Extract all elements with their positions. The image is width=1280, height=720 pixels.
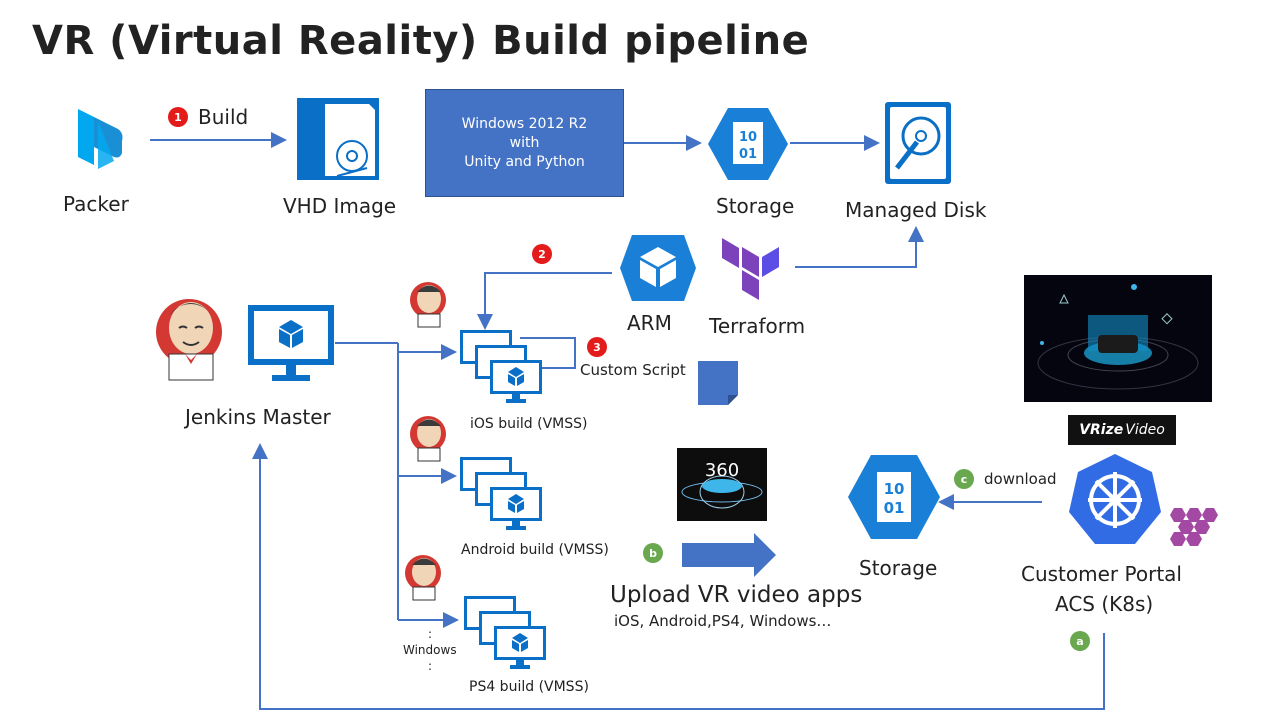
jenkins-monitor-icon [248, 305, 334, 383]
portal-line-2: ACS (K8s) [1055, 592, 1154, 616]
script-file-icon [698, 361, 738, 405]
android-build-label: Android build (VMSS) [461, 542, 609, 558]
jenkins-small-icon-ios [408, 280, 448, 328]
windows-dot-1: : [428, 627, 433, 641]
windows-dot-2: : [428, 659, 433, 673]
step-a-badge: a [1070, 631, 1090, 651]
windows-note-label: Windows [403, 643, 457, 657]
step-1-badge: 1 [168, 107, 188, 127]
step-b-badge: b [643, 543, 663, 563]
custom-script-arrow [520, 337, 576, 376]
packer-label: Packer [63, 192, 129, 216]
portal-line-1: Customer Portal [1021, 562, 1182, 586]
upload-subtitle: iOS, Android,PS4, Windows… [614, 612, 832, 630]
ps4-build-label: PS4 build (VMSS) [469, 679, 589, 695]
windows-line-2: with [509, 134, 540, 151]
vrize-logo-bold: VRize [1079, 422, 1124, 438]
managed-disk-icon [885, 102, 951, 184]
managed-disk-label: Managed Disk [845, 198, 987, 222]
jenkins-small-icon-ps4 [403, 553, 443, 601]
vrize-logo-italic: Video [1125, 422, 1165, 438]
windows-line-1: Windows 2012 R2 [461, 115, 588, 132]
windows-image-box: Windows 2012 R2 with Unity and Python [425, 89, 624, 197]
arm-to-ios-arrow [477, 272, 612, 330]
upload-title: Upload VR video apps [610, 582, 863, 608]
storage-top-icon: 10 01 [708, 108, 788, 180]
storage-bottom-icon: 10 01 [848, 455, 940, 539]
svg-text:10: 10 [739, 130, 757, 145]
vrize-logo: VRize Video [1068, 415, 1176, 445]
kubernetes-icon [1068, 452, 1162, 546]
step-3-badge: 3 [587, 337, 607, 357]
jenkins-butler-icon [155, 292, 227, 382]
packer-icon [74, 103, 126, 171]
vmss-ios-icon [458, 328, 548, 408]
svg-text:10: 10 [884, 480, 905, 498]
upload-arrow-icon [682, 533, 776, 577]
portal-to-jenkins-arrow [252, 443, 1105, 710]
vr-headset-image [1024, 275, 1212, 402]
terraform-label: Terraform [709, 314, 806, 338]
video-360-label: 360 [704, 460, 740, 481]
video-360-thumbnail: 360 [677, 448, 767, 521]
custom-script-label: Custom Script [580, 361, 686, 379]
step-2-badge: 2 [532, 244, 552, 264]
vhd-label: VHD Image [283, 194, 397, 218]
svg-text:01: 01 [739, 147, 757, 162]
step-c-badge: c [954, 469, 974, 489]
container-registry-icon [1168, 506, 1220, 548]
vmss-android-icon [458, 455, 548, 535]
arm-cube-icon [620, 235, 696, 301]
terraform-icon [722, 238, 780, 300]
storage-top-label: Storage [716, 194, 795, 218]
svg-text:01: 01 [884, 499, 905, 517]
storage-bottom-label: Storage [859, 556, 938, 580]
windows-line-3: Unity and Python [464, 153, 585, 170]
page-title: VR (Virtual Reality) Build pipeline [32, 18, 810, 64]
download-label: download [984, 470, 1057, 488]
vmss-ps4-icon [462, 594, 552, 674]
jenkins-small-icon-android [408, 414, 448, 462]
ios-build-label: iOS build (VMSS) [470, 416, 588, 432]
jenkins-label: Jenkins Master [185, 405, 331, 429]
vhd-image-icon [297, 98, 379, 180]
arm-label: ARM [627, 311, 672, 335]
terraform-to-disk-arrow [795, 226, 924, 268]
build-label: Build [198, 105, 249, 129]
